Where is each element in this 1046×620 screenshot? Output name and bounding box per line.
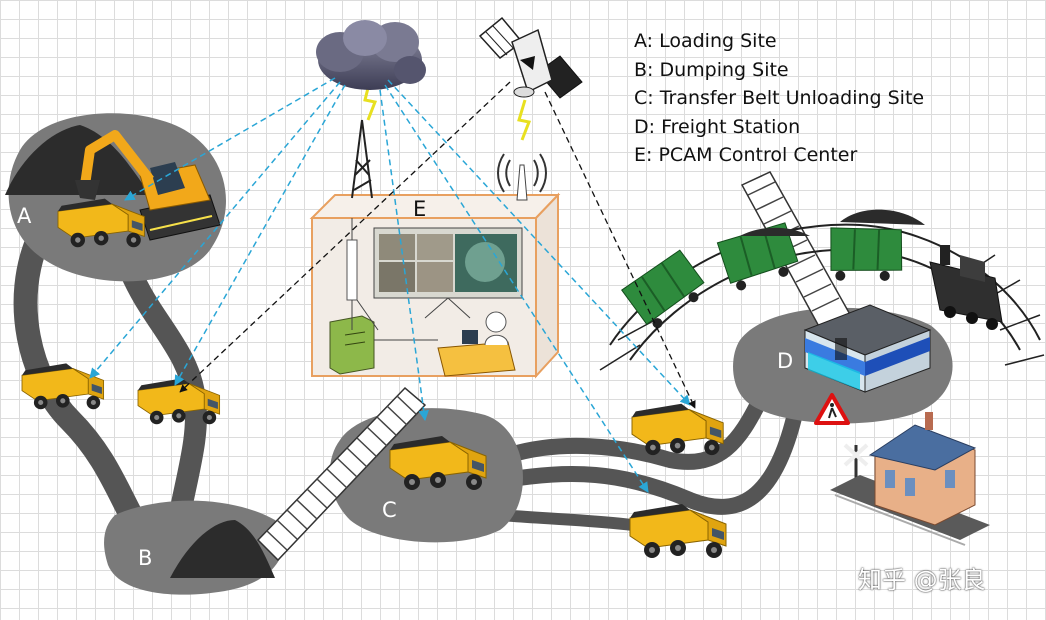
satellite-links [179,81,696,409]
operator-icon [437,311,516,377]
legend-item-e: E: PCAM Control Center [634,144,858,167]
legend-item-c: C: Transfer Belt Unloading Site [634,87,925,110]
legend-item-a: A: Loading Site [634,30,777,52]
train-icon [617,209,1003,337]
locomotive-icon [929,245,1003,330]
legend-item-b: B: Dumping Site [634,58,789,81]
wireless-links [89,77,691,493]
cloud-icon [316,20,426,90]
legend: A: Loading Site B: Dumping Site C: Trans… [634,27,924,170]
station-house-icon [868,412,977,526]
site-label-c: C [382,498,397,522]
cell-antenna-icon [497,99,547,201]
coal-piles [5,125,275,578]
computer-icon [329,315,375,375]
radio-tower-icon [351,79,378,199]
warning-sign-icon [814,393,850,425]
site-label-b: B [138,546,153,570]
site-label-d: D [777,349,794,373]
monitor-screen-icon [373,227,523,319]
watermark: 知乎 @张良 [858,566,986,594]
haul-roads [13,223,808,552]
conveyor-belt-icon [256,386,427,562]
site-label-a: A [17,204,32,228]
site-label-e: E [413,197,427,221]
station-building-icon [803,304,932,393]
legend-item-d: D: Freight Station [634,115,801,138]
control-center-box [309,192,561,379]
satellite-icon [478,16,583,99]
